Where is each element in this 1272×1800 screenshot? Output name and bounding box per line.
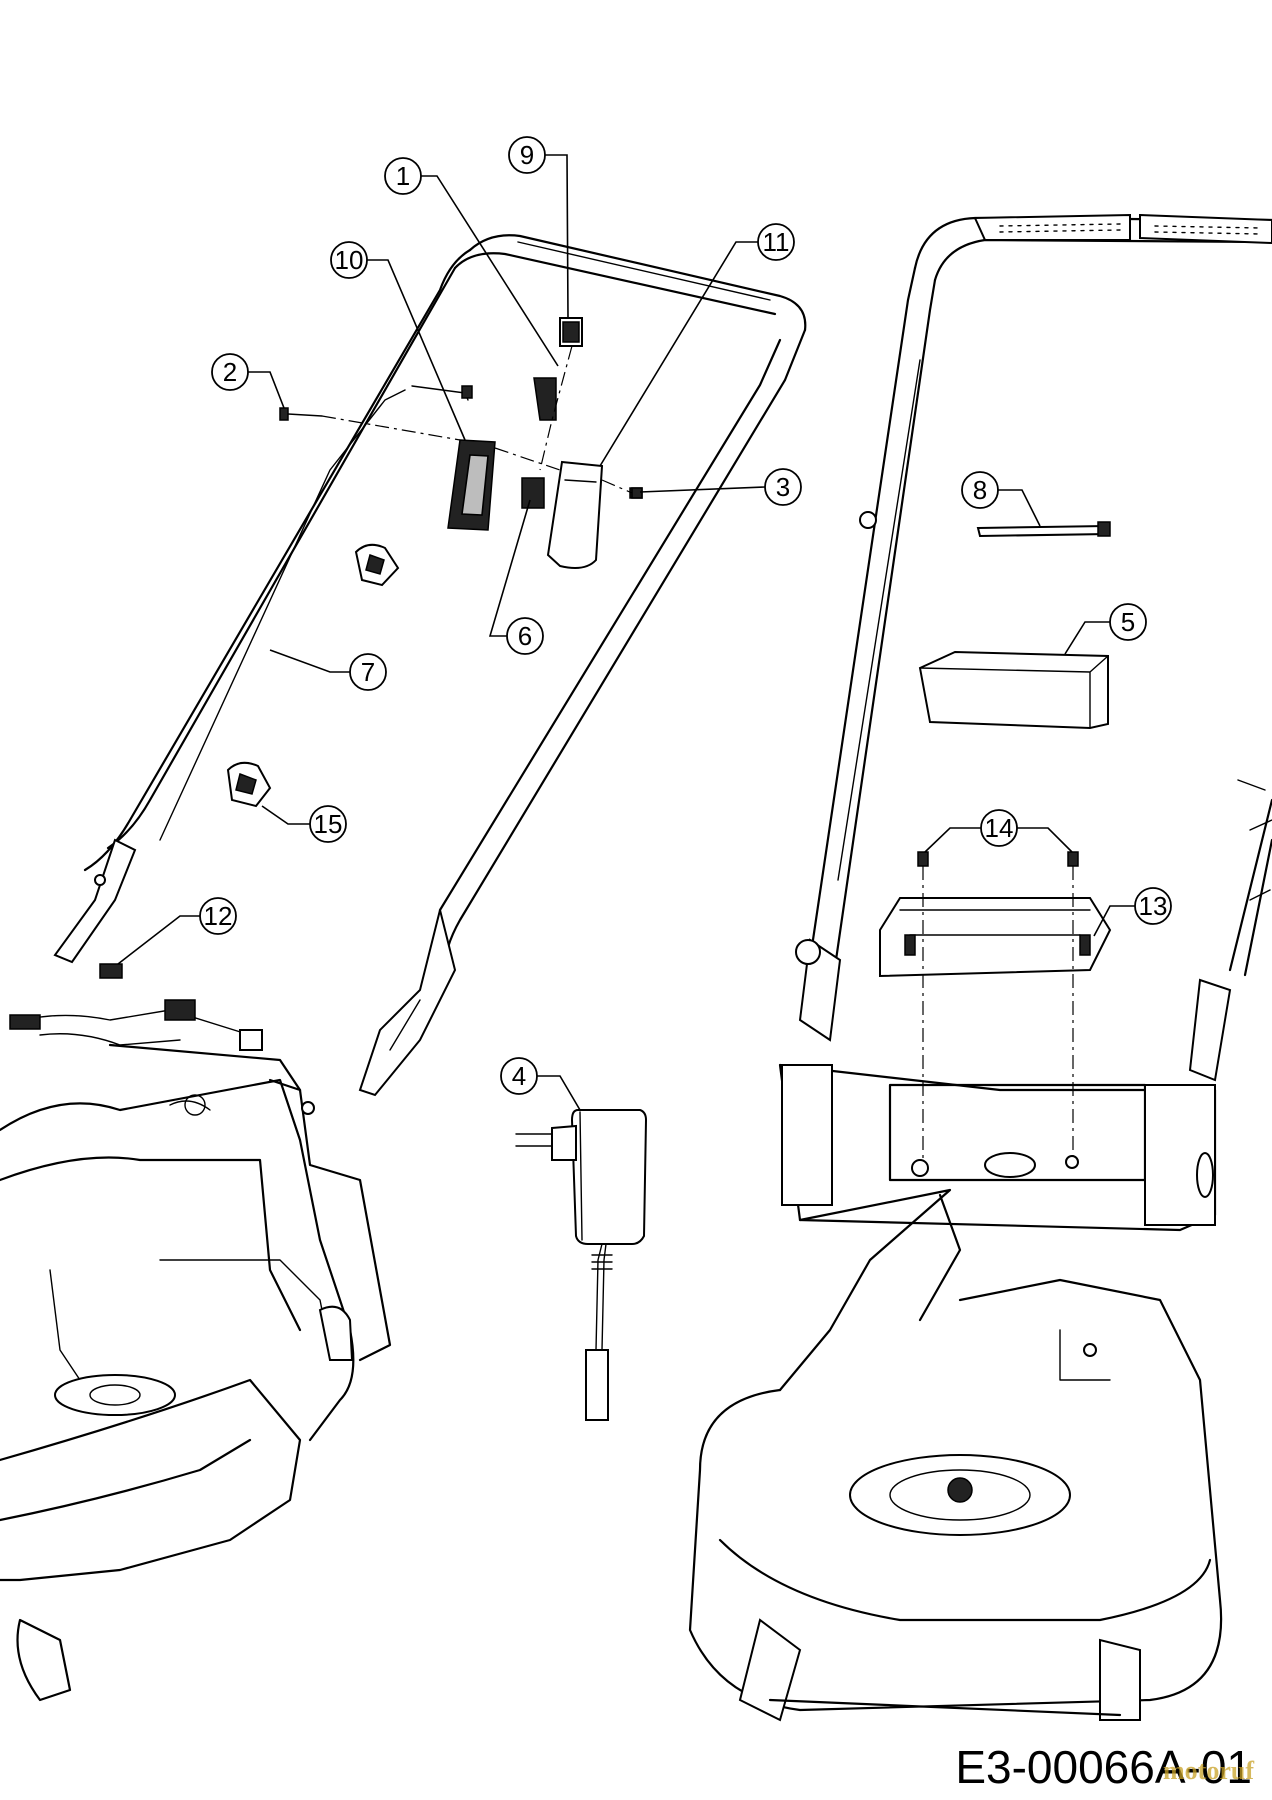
left-handle	[53, 234, 807, 1097]
left-mower-deck	[0, 999, 392, 1702]
right-mower-deck	[688, 1063, 1223, 1722]
switch-cover	[546, 460, 643, 569]
connector-part	[99, 963, 123, 979]
callout-label: 9	[520, 140, 534, 170]
callout-5: 5	[1064, 603, 1147, 655]
switch-box	[447, 385, 496, 531]
bracket-screws	[917, 851, 1079, 1170]
battery-bracket	[879, 897, 1112, 978]
callout-10: 10	[330, 241, 466, 441]
callout-label: 5	[1121, 607, 1135, 637]
battery	[918, 650, 1109, 730]
right-handle	[795, 213, 1272, 1082]
callout-label: 6	[518, 621, 532, 651]
callout-8: 8	[961, 471, 1041, 527]
cable-clip-lower	[226, 761, 272, 808]
callout-label: 12	[204, 901, 233, 931]
callout-3: 3	[639, 468, 802, 506]
callout-label: 14	[985, 813, 1014, 843]
callout-13: 13	[1093, 887, 1172, 937]
callout-label: 10	[335, 245, 364, 275]
callout-4: 4	[500, 1057, 581, 1111]
callout-label: 4	[512, 1061, 526, 1091]
callout-label: 2	[223, 357, 237, 387]
callout-11: 11	[599, 223, 795, 467]
callout-label: 8	[973, 475, 987, 505]
callout-label: 11	[763, 227, 790, 257]
callout-14: 14	[924, 809, 1073, 853]
callout-label: 13	[1139, 891, 1168, 921]
callout-15: 15	[261, 805, 347, 843]
safety-key	[521, 317, 583, 509]
callout-label: 15	[314, 809, 343, 839]
charger	[515, 1109, 648, 1421]
callout-label: 7	[361, 657, 375, 687]
nut	[631, 487, 643, 499]
callout-label: 1	[396, 161, 410, 191]
cable-tie	[976, 521, 1111, 538]
callout-7: 7	[269, 649, 387, 691]
cable-clip-upper	[354, 543, 400, 587]
watermark-logo: motoruf	[1163, 1756, 1254, 1785]
callout-label: 3	[776, 472, 790, 502]
callout-12: 12	[117, 897, 237, 965]
callout-6: 6	[488, 499, 544, 655]
callout-9: 9	[508, 136, 569, 319]
callout-1: 1	[384, 157, 559, 367]
bolt	[279, 407, 323, 421]
drawing-code: E3-00066A-01	[955, 1741, 1252, 1793]
callout-2: 2	[211, 353, 285, 409]
